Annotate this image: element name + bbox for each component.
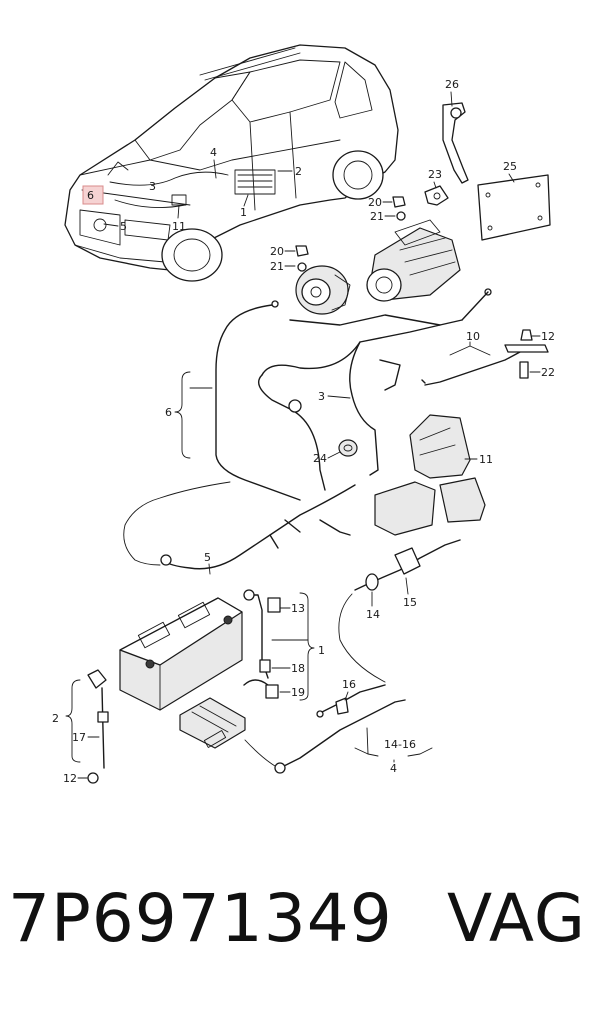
- alternator: [295, 265, 351, 315]
- callout-12b: 12: [63, 772, 77, 785]
- footer: 7P6971349 VAG: [0, 880, 600, 990]
- callout-4b: 4: [390, 762, 397, 775]
- clip-23: [424, 185, 449, 206]
- callout-1b: 1: [318, 644, 325, 657]
- callout-2: 2: [295, 165, 302, 178]
- callout-3: 3: [149, 180, 156, 193]
- callout-20b: 20: [270, 245, 284, 258]
- callout-13: 13: [291, 602, 305, 615]
- callout-24: 24: [313, 452, 327, 465]
- bracket-12-22: [504, 329, 549, 379]
- cable-6: [215, 300, 301, 501]
- cable-5: [123, 481, 356, 570]
- callout-23: 23: [428, 168, 442, 181]
- callout-10: 10: [466, 330, 480, 343]
- callout-5b: 5: [204, 551, 211, 564]
- vehicle-illustration: [64, 44, 399, 282]
- callout-2b: 2: [52, 712, 59, 725]
- callout-17: 17: [72, 731, 86, 744]
- callout-5: 5: [120, 220, 127, 233]
- fuse-box-11: [374, 414, 486, 536]
- callout-11: 11: [172, 220, 186, 233]
- callout-25: 25: [503, 160, 517, 173]
- callout-20: 20: [368, 196, 382, 209]
- callout-22: 22: [541, 366, 555, 379]
- callout-21: 21: [370, 210, 384, 223]
- battery-tray: [179, 697, 246, 749]
- callout-15: 15: [403, 596, 417, 609]
- battery: [119, 597, 243, 711]
- terminal-cable-1: [243, 589, 281, 699]
- callout-3b: 3: [318, 390, 325, 403]
- bracket-26: [442, 102, 469, 184]
- brand-label: VAG: [446, 880, 586, 957]
- part-number: 7P6971349: [8, 880, 393, 957]
- callout-14: 14: [366, 608, 380, 621]
- highlight-marker: [82, 185, 104, 205]
- callout-21b: 21: [270, 260, 284, 273]
- parts-diagram: 4 2 3 6 5 11 1 26 25 23 20 21: [52, 44, 555, 785]
- callout-6b: 6: [165, 406, 172, 419]
- cover-plate-25: [477, 174, 551, 241]
- callout-18: 18: [291, 662, 305, 675]
- callout-14-16: 14-16: [384, 738, 416, 751]
- callout-1: 1: [240, 206, 247, 219]
- ground-cable-2: [87, 669, 109, 784]
- grommet-24: [338, 439, 358, 457]
- callout-6: 6: [87, 189, 94, 202]
- cable-14-15: [338, 539, 461, 683]
- cable-10: [421, 351, 521, 386]
- callout-12: 12: [541, 330, 555, 343]
- callout-26: 26: [445, 78, 459, 91]
- starter-motor: [366, 219, 461, 302]
- callout-11b: 11: [479, 453, 493, 466]
- cable-3: [258, 288, 492, 491]
- callout-16: 16: [342, 678, 356, 691]
- callout-4: 4: [210, 146, 217, 159]
- cable-4: [244, 684, 406, 774]
- callout-19: 19: [291, 686, 305, 699]
